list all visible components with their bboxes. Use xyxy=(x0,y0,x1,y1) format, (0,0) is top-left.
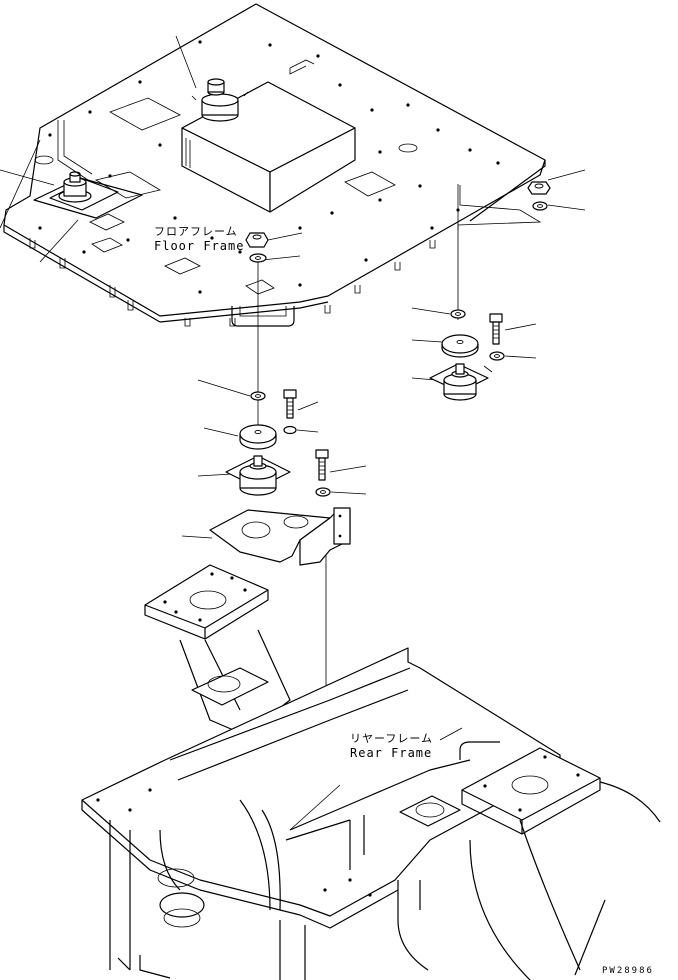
rear-frame xyxy=(81,564,661,980)
floor-frame-plate xyxy=(3,3,546,327)
top-mount-on-plate xyxy=(191,78,249,122)
right-mount-stack xyxy=(411,307,537,401)
drawing-code: PW28986 xyxy=(602,966,654,976)
floor-frame-label-en: Floor Frame xyxy=(154,239,245,253)
bolt-left-2 xyxy=(315,449,367,481)
nut-washer-right xyxy=(527,181,551,211)
bolt-right xyxy=(489,313,537,345)
left-mount-on-plate xyxy=(33,120,162,231)
nut-washer-center xyxy=(245,232,269,263)
leader-lines-upper xyxy=(0,35,586,263)
left-mount-stack xyxy=(197,379,367,497)
mount-bracket xyxy=(181,507,351,566)
rear-frame-label-en: Rear Frame xyxy=(350,746,433,760)
floor-frame-label-jp: フロアフレーム xyxy=(154,225,238,238)
bolt-left-1 xyxy=(283,389,319,419)
rear-frame-label-jp: リヤーフレーム xyxy=(350,732,434,745)
